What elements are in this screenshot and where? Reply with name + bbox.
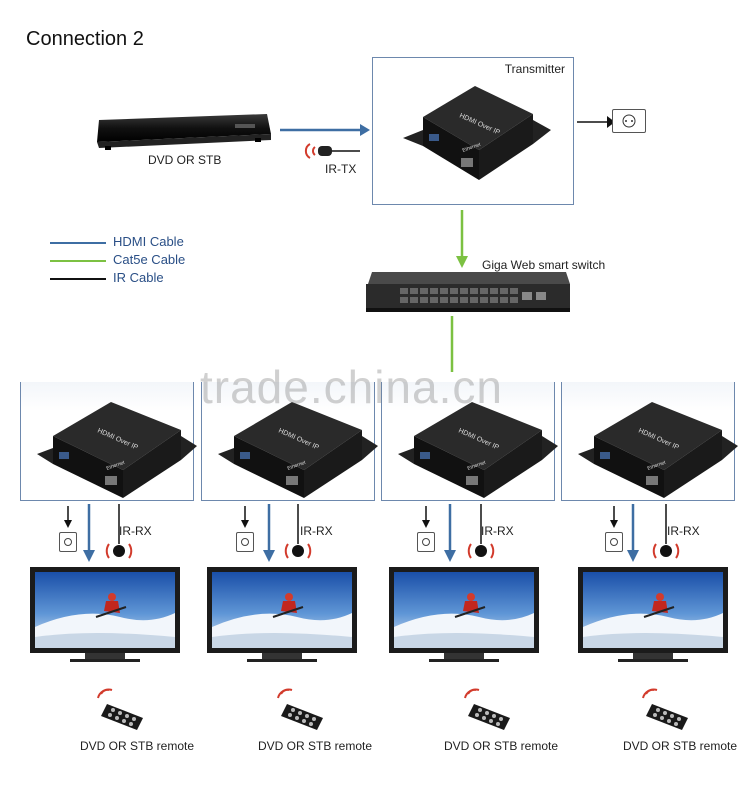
hdmi-arrow-tv (263, 504, 275, 562)
hdmi-arrow-tv (83, 504, 95, 562)
tv-screen-icon (389, 567, 539, 662)
ir-rx-label: IR-RX (481, 524, 514, 538)
remote-label: DVD OR STB remote (623, 739, 738, 753)
power-outlet-icon (417, 532, 435, 552)
tv-screen-icon (207, 567, 357, 662)
ir-rx-icon (284, 504, 312, 559)
power-outlet-icon (236, 532, 254, 552)
legend-hdmi-swatch (50, 242, 106, 244)
diagram-title: Connection 2 (26, 28, 144, 50)
receiver-box: HDMI Over IP Ethernet (20, 382, 197, 501)
power-outlet-icon (605, 532, 623, 552)
legend-ir-swatch (50, 278, 106, 280)
tv-screen-icon (578, 567, 728, 662)
legend-cat5e-swatch (50, 260, 106, 262)
hdmi-arrow-source (280, 124, 370, 136)
receiver-device-icon: HDMI Over IP Ethernet (37, 402, 197, 498)
remote-label: DVD OR STB remote (444, 739, 559, 753)
receiver-box: HDMI Over IP Ethernet (561, 382, 738, 501)
dvd-player (95, 112, 273, 150)
remote-control-icon (277, 688, 323, 730)
tv-screen-icon (30, 567, 180, 662)
power-arrow-icon (422, 506, 430, 528)
cat5e-arrow-switch (456, 210, 468, 268)
legend-hdmi-label: HDMI Cable (113, 234, 184, 249)
receiver-box: HDMI Over IP Ethernet (201, 382, 378, 501)
power-arrow-icon (64, 506, 72, 528)
tv (578, 567, 728, 662)
remote-label: DVD OR STB remote (80, 739, 195, 753)
ir-tx-label: IR-TX (325, 162, 357, 176)
ir-rx-label: IR-RX (119, 524, 152, 538)
receiver-box: HDMI Over IP Ethernet (381, 382, 558, 501)
remote (462, 688, 522, 733)
tv (207, 567, 357, 662)
transmitter-device-icon: HDMI Over IP Ethernet (403, 86, 551, 180)
receiver-device-icon: HDMI Over IP Ethernet (218, 402, 378, 498)
network-switch (366, 272, 570, 312)
power-arrow-icon (241, 506, 249, 528)
remote (640, 688, 700, 733)
ir-tx-icon (304, 143, 360, 159)
cat5e-line-down (450, 316, 454, 372)
ir-rx-icon (467, 504, 495, 559)
remote-control-icon (642, 688, 688, 730)
hdmi-arrow-tv (444, 504, 456, 562)
tv (389, 567, 539, 662)
legend-cat5e-label: Cat5e Cable (113, 252, 186, 267)
remote-control-icon (97, 688, 143, 730)
ir-rx-icon (105, 504, 133, 559)
switch-label: Giga Web smart switch (482, 258, 606, 272)
power-outlet-icon (612, 109, 646, 133)
watermark: trade.china.cn (200, 361, 503, 413)
remote-control-icon (464, 688, 510, 730)
power-arrow-icon (610, 506, 618, 528)
power-outlet-icon (59, 532, 77, 552)
source-label: DVD OR STB (148, 153, 222, 167)
tv (30, 567, 180, 662)
power-plug-icon (577, 116, 615, 128)
remote-label: DVD OR STB remote (258, 739, 373, 753)
ir-rx-icon (652, 504, 680, 559)
hdmi-arrow-tv (627, 504, 639, 562)
ir-rx-label: IR-RX (667, 524, 700, 538)
transmitter-box: Transmitter HDMI Over IP Ethernet (372, 57, 574, 205)
dvd-player-icon (97, 114, 271, 150)
transmitter-label: Transmitter (504, 62, 565, 76)
receiver-device-icon: HDMI Over IP Ethernet (398, 402, 558, 498)
legend-ir-label: IR Cable (113, 270, 164, 285)
ir-rx-label: IR-RX (300, 524, 333, 538)
remote (275, 688, 335, 733)
remote (95, 688, 155, 733)
receiver-device-icon: HDMI Over IP Ethernet (578, 402, 738, 498)
